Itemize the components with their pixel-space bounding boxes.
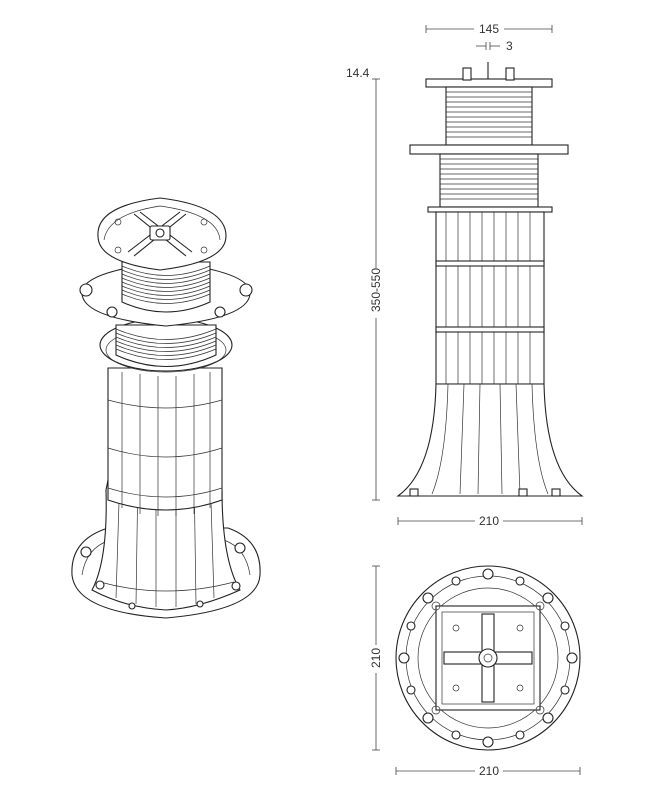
dim-top-width: 145: [479, 22, 499, 36]
dim-plan-width: 210: [479, 764, 499, 778]
elevation-view: [396, 62, 584, 497]
dim-gap: 3: [506, 39, 513, 53]
dim-side-base-width: 210: [479, 514, 499, 528]
dim-head-thickness: 14.4: [346, 66, 370, 80]
dim-height-range: 350-550: [369, 268, 383, 312]
plan-view: [395, 565, 581, 751]
dim-plan-height: 210: [369, 648, 383, 668]
isometric-view: [71, 197, 261, 619]
